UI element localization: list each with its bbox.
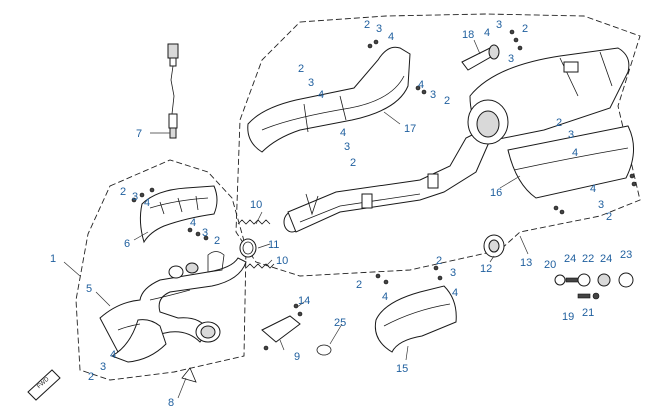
callout-2: 2 (88, 371, 94, 383)
callout-4: 4 (484, 27, 490, 39)
mount-hardware (554, 272, 634, 300)
callout-6: 6 (124, 238, 130, 250)
callout-8: 8 (168, 397, 174, 409)
callout-3: 3 (508, 53, 514, 65)
leader-lines (63, 39, 529, 399)
mid-pipe (287, 131, 491, 233)
callout-4: 4 (110, 349, 116, 361)
callout-1: 1 (50, 253, 56, 265)
front-direction-badge: FWD (27, 369, 61, 401)
lower-heat-shield (374, 265, 457, 353)
callout-22: 22 (582, 253, 594, 265)
tail-pipe-insert (461, 29, 523, 71)
callout-24a: 24 (564, 253, 576, 265)
callout-4: 4 (190, 217, 196, 229)
callout-2: 2 (298, 63, 304, 75)
callouts: 1 5 6 7 8 9 10 10 11 12 13 14 15 16 17 1… (50, 19, 632, 409)
callout-3: 3 (344, 141, 350, 153)
callout-2: 2 (214, 235, 220, 247)
upper-heat-shield (247, 39, 427, 153)
callout-18: 18 (462, 29, 474, 41)
callout-3: 3 (568, 129, 574, 141)
springs (237, 219, 275, 269)
group-outline-front (75, 159, 247, 381)
callout-4: 4 (418, 79, 424, 91)
callout-4: 4 (144, 197, 150, 209)
callout-7: 7 (136, 128, 142, 140)
callout-3: 3 (598, 199, 604, 211)
callout-4: 4 (590, 183, 596, 195)
callout-4: 4 (572, 147, 578, 159)
callout-17: 17 (404, 123, 416, 135)
callout-2: 2 (356, 279, 362, 291)
callout-2: 2 (364, 19, 370, 31)
callout-2: 2 (120, 186, 126, 198)
callout-23: 23 (620, 249, 632, 261)
callout-4: 4 (452, 287, 458, 299)
callout-2: 2 (350, 157, 356, 169)
front-heat-shield (131, 185, 218, 244)
bracket (261, 303, 303, 351)
callout-20: 20 (544, 259, 556, 271)
callout-5: 5 (86, 283, 92, 295)
callout-2: 2 (444, 95, 450, 107)
callout-3: 3 (450, 267, 456, 279)
callout-4: 4 (340, 127, 346, 139)
callout-21: 21 (582, 307, 594, 319)
callout-2: 2 (556, 117, 562, 129)
callout-3: 3 (430, 89, 436, 101)
muffler-heat-shield (507, 125, 637, 215)
callout-10b: 10 (276, 255, 288, 267)
callout-25: 25 (334, 317, 346, 329)
callout-2: 2 (436, 255, 442, 267)
callout-13: 13 (520, 257, 532, 269)
callout-3: 3 (308, 77, 314, 89)
callout-2: 2 (522, 23, 528, 35)
callout-10a: 10 (250, 199, 262, 211)
callout-14: 14 (298, 295, 310, 307)
rear-muffler (467, 47, 630, 145)
callout-11: 11 (268, 239, 279, 251)
callout-12: 12 (480, 263, 492, 275)
clamp (483, 234, 505, 258)
callout-15: 15 (396, 363, 408, 375)
callout-9: 9 (294, 351, 300, 363)
callout-24b: 24 (600, 253, 612, 265)
callout-4: 4 (388, 31, 394, 43)
callout-3: 3 (100, 361, 106, 373)
o-ring (316, 344, 332, 356)
callout-19: 19 (562, 311, 574, 323)
front-header-pipes (99, 251, 247, 383)
callout-3: 3 (202, 227, 208, 239)
callout-4: 4 (382, 291, 388, 303)
callout-4: 4 (318, 89, 324, 101)
callout-3: 3 (376, 23, 382, 35)
oxygen-sensor (150, 43, 179, 139)
callout-3: 3 (496, 19, 502, 31)
callout-3: 3 (132, 191, 138, 203)
callout-16: 16 (490, 187, 502, 199)
callout-2: 2 (606, 211, 612, 223)
